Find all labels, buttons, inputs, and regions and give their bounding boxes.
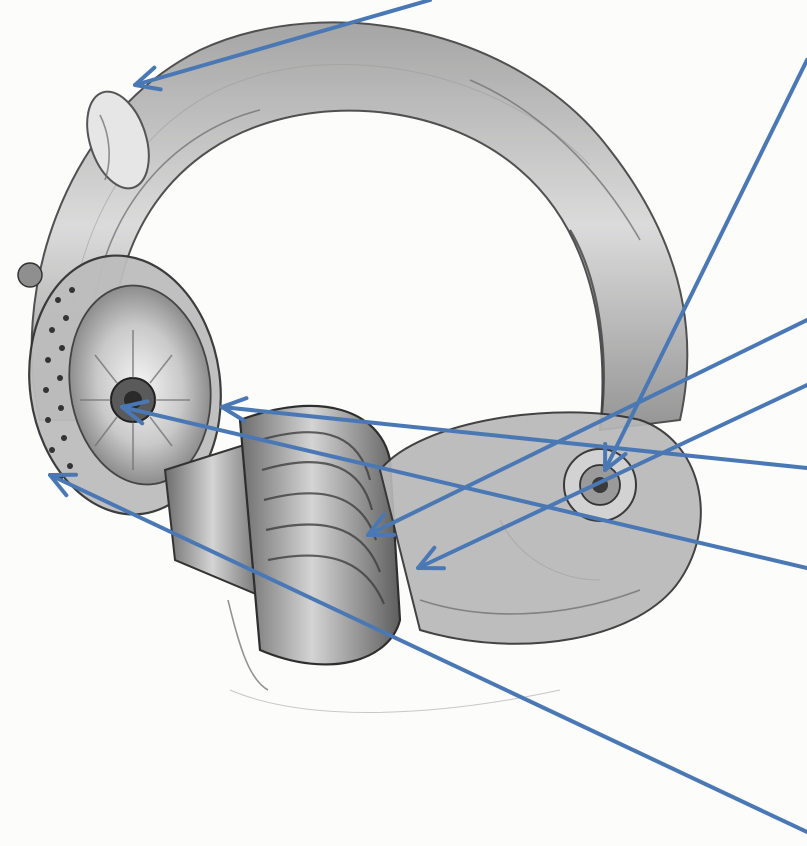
cup-side-knob [18, 263, 42, 287]
right-ear-cup [380, 412, 701, 643]
